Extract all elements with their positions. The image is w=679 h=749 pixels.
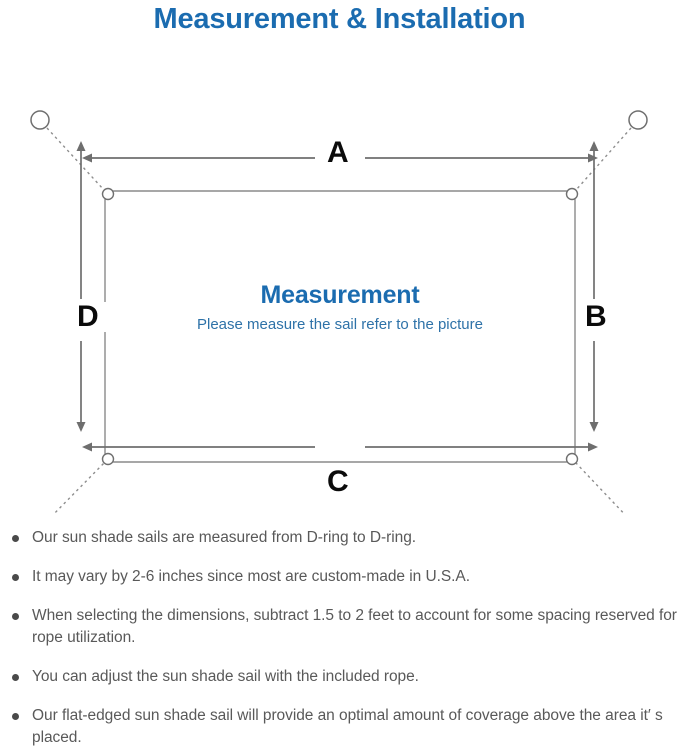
d-ring-top-left-icon (101, 187, 115, 201)
bullet-icon (12, 613, 19, 620)
bullet-icon (12, 535, 19, 542)
list-item: It may vary by 2-6 inches since most are… (8, 566, 679, 588)
dimension-label-a: A (320, 138, 356, 168)
list-item: Our flat-edged sun shade sail will provi… (8, 705, 679, 749)
d-ring-bottom-right-icon (565, 452, 579, 466)
list-item: Our sun shade sails are measured from D-… (8, 527, 679, 549)
center-caption: Measurement Please measure the sail refe… (105, 279, 575, 336)
d-ring-top-right-icon (565, 187, 579, 201)
measurement-diagram: A B C D Measurement Please measure the s… (0, 44, 679, 514)
note-text: Our flat-edged sun shade sail will provi… (32, 707, 663, 746)
bullet-icon (12, 574, 19, 581)
note-text: Our sun shade sails are measured from D-… (32, 529, 417, 546)
center-caption-subtitle: Please measure the sail refer to the pic… (197, 316, 483, 333)
rope-top-left (46, 127, 105, 191)
rope-bottom-left (52, 462, 105, 514)
note-text: You can adjust the sun shade sail with t… (32, 668, 419, 685)
center-caption-title: Measurement (260, 281, 420, 309)
dimension-label-d: D (70, 302, 106, 332)
rope-top-right (575, 127, 632, 191)
anchor-top-left-icon (30, 110, 50, 130)
note-text: It may vary by 2-6 inches since most are… (32, 568, 470, 585)
page-title: Measurement & Installation (153, 3, 526, 35)
notes-list: Our sun shade sails are measured from D-… (8, 527, 679, 749)
note-text: When selecting the dimensions, subtract … (32, 607, 677, 646)
dimension-label-c: C (320, 467, 356, 497)
dimension-label-b: B (578, 302, 614, 332)
list-item: When selecting the dimensions, subtract … (8, 605, 679, 649)
list-item: You can adjust the sun shade sail with t… (8, 666, 679, 688)
bullet-icon (12, 713, 19, 720)
anchor-top-right-icon (628, 110, 648, 130)
bullet-icon (12, 674, 19, 681)
rope-bottom-right (575, 462, 626, 514)
d-ring-bottom-left-icon (101, 452, 115, 466)
